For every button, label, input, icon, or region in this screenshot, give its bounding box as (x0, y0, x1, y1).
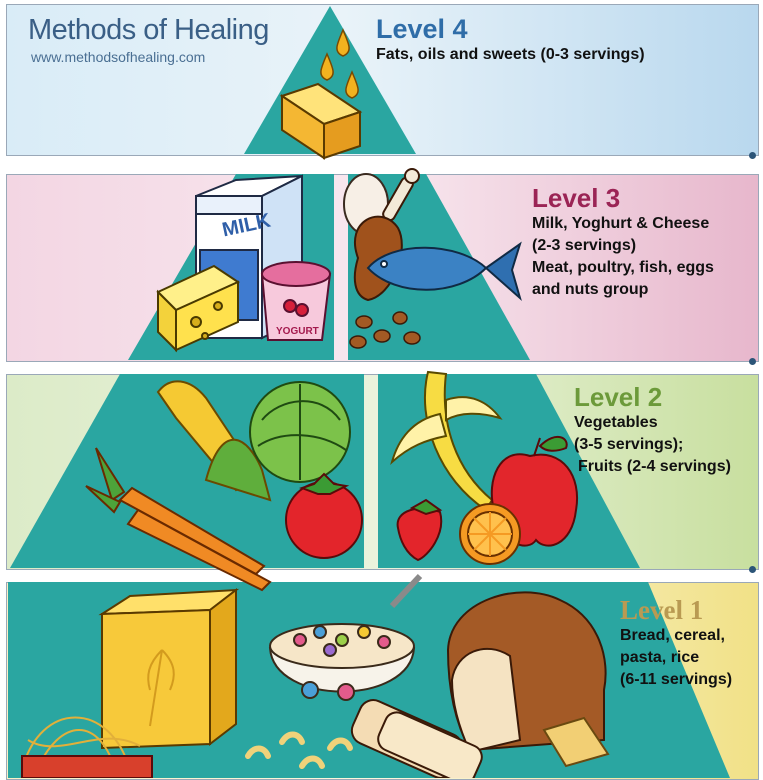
level-2-line: Fruits (2-4 servings) (574, 456, 731, 478)
level-3-label: Level 3 Milk, Yoghurt & Cheese (2-3 serv… (532, 183, 714, 301)
level-1-line: Bread, cereal, (620, 625, 732, 647)
brand-title: Methods of Healing (28, 14, 269, 47)
lettuce-icon (250, 382, 350, 482)
cereal-box-icon (102, 590, 236, 748)
level-1-heading: Level 1 (620, 595, 732, 625)
brand-url[interactable]: www.methodsofhealing.com (31, 49, 205, 65)
level-1-line: pasta, rice (620, 647, 732, 669)
level-3-line: (2-3 servings) (532, 235, 714, 257)
level-4-label: Level 4 Fats, oils and sweets (0-3 servi… (376, 14, 645, 66)
level-2-line: (3-5 servings); (574, 434, 731, 456)
level-1-label: Level 1 Bread, cereal, pasta, rice (6-11… (620, 595, 732, 691)
level-4-description: Fats, oils and sweets (0-3 servings) (376, 44, 645, 66)
level-4-heading: Level 4 (376, 14, 645, 44)
level-2-label: Level 2 Vegetables (3-5 servings); Fruit… (574, 382, 731, 478)
level-3-line: Meat, poultry, fish, eggs (532, 257, 714, 279)
yogurt-cup-icon: YOGURT (262, 262, 330, 340)
level-3-heading: Level 3 (532, 183, 714, 213)
level-3-line: Milk, Yoghurt & Cheese (532, 213, 714, 235)
level-2-heading: Level 2 (574, 382, 731, 412)
level-2-line: Vegetables (574, 412, 731, 434)
orange-slice-icon (460, 504, 520, 564)
yogurt-label: YOGURT (276, 326, 319, 337)
level-3-line: and nuts group (532, 279, 714, 301)
level-1-line: (6-11 servings) (620, 669, 732, 691)
